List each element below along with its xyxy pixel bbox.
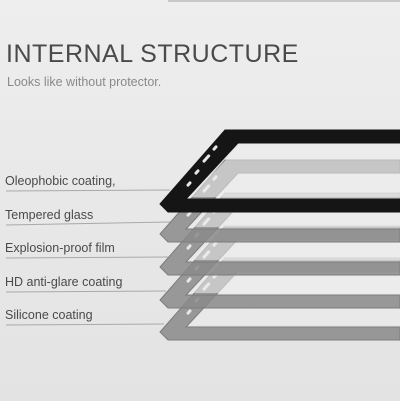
cutout bbox=[186, 244, 192, 250]
layer-oleophobic-coating-glass bbox=[190, 145, 400, 197]
layer-label-hd-anti-glare-coating: HD anti-glare coating bbox=[5, 275, 123, 289]
layer-oleophobic-coating-frame bbox=[159, 129, 400, 213]
cutout bbox=[194, 169, 200, 175]
layer-label-tempered-glass: Tempered glass bbox=[5, 208, 94, 222]
page-title: INTERNAL STRUCTURE bbox=[6, 40, 299, 68]
cutout bbox=[186, 211, 192, 217]
cutout bbox=[212, 145, 218, 151]
layer-label-oleophobic-coating: Oleophobic coating, bbox=[5, 174, 116, 188]
leader-line bbox=[5, 189, 171, 192]
top-divider bbox=[168, 0, 400, 2]
layer-oleophobic-coating bbox=[159, 129, 400, 213]
leader-line bbox=[5, 323, 165, 326]
cutout bbox=[186, 309, 192, 315]
layer-label-explosion-proof-film: Explosion-proof film bbox=[5, 241, 115, 255]
leader-line bbox=[5, 290, 167, 293]
layer-label-silicone-coating: Silicone coating bbox=[5, 308, 93, 322]
leader-line bbox=[5, 256, 169, 259]
cutout bbox=[202, 154, 211, 163]
cutout bbox=[186, 181, 192, 187]
cutout bbox=[186, 277, 192, 283]
page-subtitle: Looks like without protector. bbox=[7, 75, 162, 89]
leader-line bbox=[5, 221, 171, 226]
